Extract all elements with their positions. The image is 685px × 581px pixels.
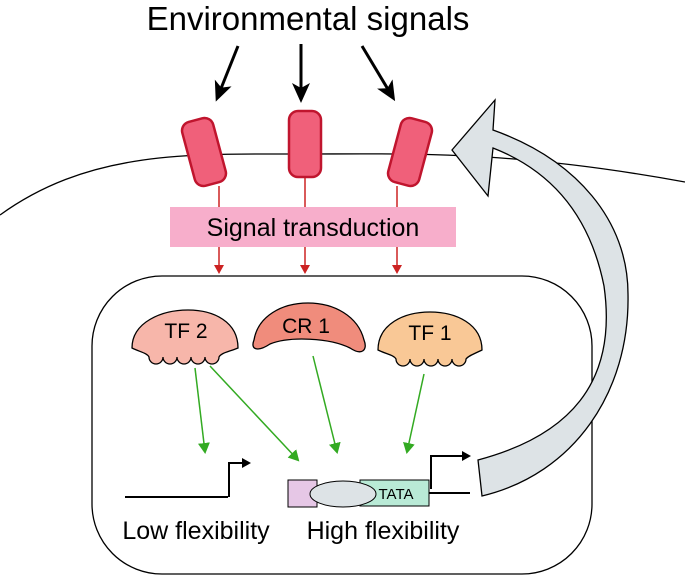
receptor-left [180, 116, 228, 188]
tf1-factor [377, 311, 483, 367]
tf2-label: TF 2 [164, 320, 207, 343]
signal-transduction-label: Signal transduction [207, 214, 420, 242]
regulation-arrows [194, 355, 425, 462]
cr1-factor [252, 302, 366, 353]
nucleus [91, 275, 593, 575]
signal-transduction-box [170, 207, 456, 247]
low-flexibility-promoter [125, 458, 251, 498]
cr1-to-high-arrow [312, 355, 341, 454]
low-flexibility-label: Low flexibility [122, 517, 270, 545]
receptor-right [386, 116, 434, 188]
membrane-receptors [180, 109, 434, 188]
high-flexibility-label: High flexibility [307, 517, 460, 545]
signal-arrow-right [360, 45, 396, 102]
tata-label: TATA [379, 486, 414, 503]
receptor-middle [287, 109, 323, 179]
environmental-signal-arrows [214, 44, 396, 103]
title: Environmental signals [147, 0, 470, 37]
tf1-label: TF 1 [408, 322, 451, 345]
low-tss-arrow [228, 458, 251, 497]
tf1-to-tata-arrow [403, 373, 425, 454]
feedback-arrow [451, 98, 629, 497]
tf2-to-high-arrow [209, 365, 300, 462]
tf2-to-low-arrow [194, 367, 210, 454]
cr1-label: CR 1 [282, 315, 330, 338]
nucleosome-ellipse [309, 480, 377, 508]
signal-arrow-left [214, 45, 240, 102]
high-flexibility-promoter [287, 451, 471, 508]
high-tss-arrow [430, 451, 471, 489]
tf2-factor [131, 309, 239, 365]
